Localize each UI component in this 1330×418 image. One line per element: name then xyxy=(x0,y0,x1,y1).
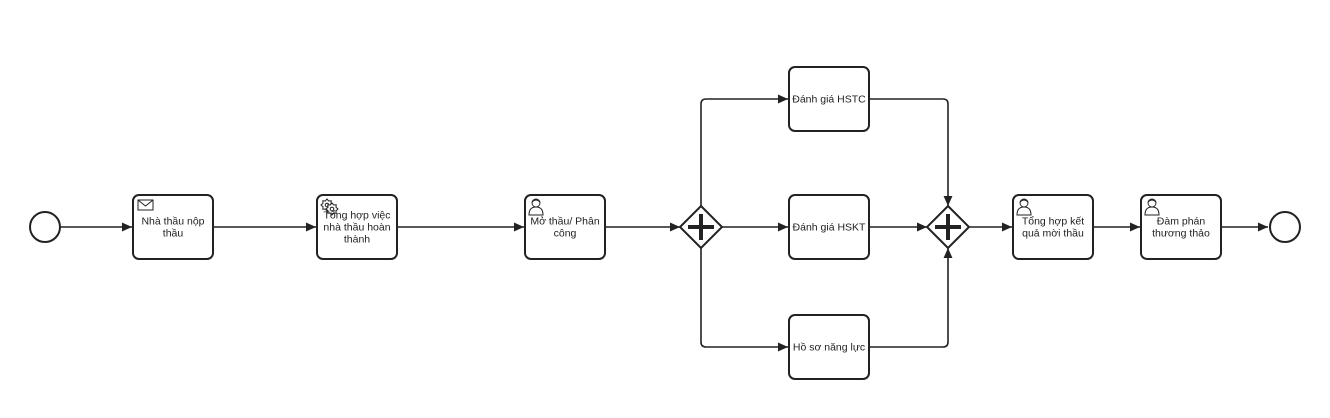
user-icon xyxy=(1016,198,1032,216)
gateway-parallel-split[interactable] xyxy=(678,204,724,250)
gear-icon xyxy=(320,198,339,216)
task-label: Đánh giá HSTC xyxy=(792,94,866,106)
task-label: Mở thầu/ Phân xyxy=(530,216,600,228)
task-label: Hồ sơ năng lực xyxy=(793,342,865,354)
user-icon xyxy=(528,198,544,216)
task-label: Tổng hợp kết xyxy=(1022,216,1084,228)
task-label: công xyxy=(554,228,577,240)
task-t5[interactable]: Đánh giá HSKT xyxy=(788,194,870,260)
plus-icon xyxy=(935,214,961,240)
task-t4[interactable]: Đánh giá HSTC xyxy=(788,66,870,132)
task-label: Đánh giá HSKT xyxy=(793,222,867,234)
task-label: thương thảo xyxy=(1152,228,1210,240)
user-icon xyxy=(1144,198,1160,216)
flow-t6-to-g2[interactable] xyxy=(869,248,953,348)
task-label: thầu xyxy=(163,228,184,240)
task-label: thành xyxy=(344,234,370,246)
gateway-parallel-join[interactable] xyxy=(925,204,971,250)
task-label: nhà thầu hoàn xyxy=(323,222,390,234)
task-label: Tổng hợp việc xyxy=(323,210,390,222)
flow-g1-to-t4[interactable] xyxy=(700,94,788,206)
flow-t4-to-g2[interactable] xyxy=(869,98,953,206)
task-label: Đàm phán xyxy=(1157,216,1206,228)
start-event[interactable] xyxy=(29,211,61,243)
task-label: Nhà thầu nộp xyxy=(141,216,204,228)
end-event[interactable] xyxy=(1269,211,1301,243)
task-t6[interactable]: Hồ sơ năng lực xyxy=(788,314,870,380)
sequence-flows xyxy=(60,94,1268,352)
envelope-icon xyxy=(137,199,154,211)
flow-g1-to-t6[interactable] xyxy=(700,248,788,352)
plus-icon xyxy=(688,214,714,240)
task-label: quả mời thầu xyxy=(1022,228,1084,240)
